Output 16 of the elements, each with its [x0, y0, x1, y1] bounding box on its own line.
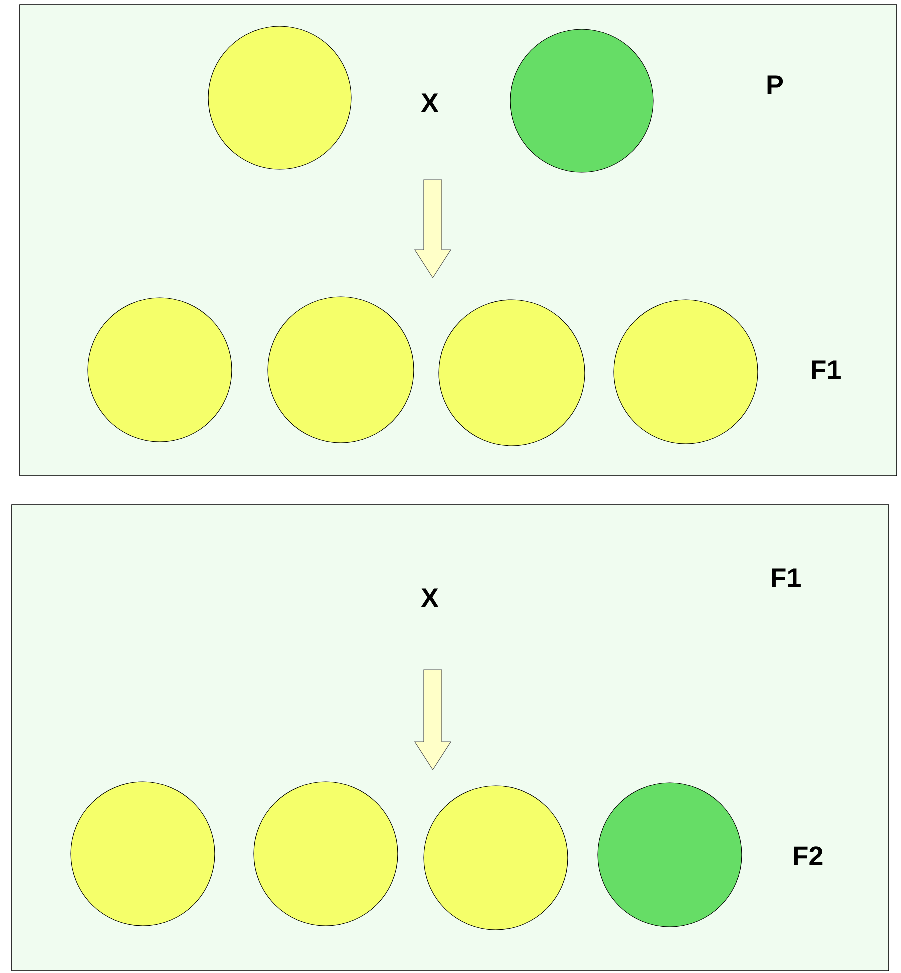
- generation-label: X: [421, 94, 439, 112]
- pea-circle: [88, 298, 232, 442]
- pea-circle: [614, 300, 758, 444]
- generation-label: F2: [794, 846, 823, 866]
- pea-circle: [254, 782, 398, 926]
- generation-label: F1: [772, 568, 801, 588]
- pea-circle: [510, 29, 654, 173]
- generation-label: P: [768, 76, 784, 94]
- pea-circle: [208, 26, 352, 170]
- pea-circle: [424, 786, 568, 930]
- generation-label: F1: [812, 360, 841, 380]
- generation-label: X: [421, 588, 439, 608]
- pea-circle: [70, 782, 216, 926]
- pea-circle: [268, 296, 414, 444]
- pea-circle: [438, 300, 586, 446]
- pea-circle: [598, 782, 742, 928]
